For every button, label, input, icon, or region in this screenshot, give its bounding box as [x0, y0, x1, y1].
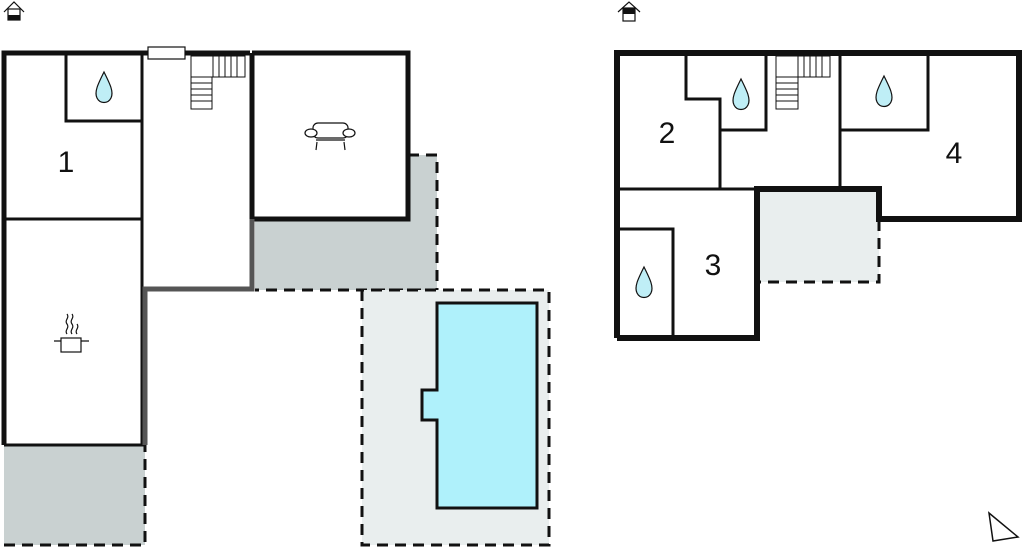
water-drop-icon — [95, 70, 113, 104]
stairs-icon — [775, 55, 831, 110]
sofa-icon — [304, 122, 356, 151]
house-floor-icon — [3, 1, 25, 21]
house-floor-icon — [617, 1, 641, 22]
terrace-bottom — [4, 445, 145, 545]
north-arrow-icon — [987, 511, 1020, 542]
water-drop-icon — [732, 77, 750, 111]
water-drop-icon — [635, 265, 653, 299]
room-label-2: 2 — [659, 117, 676, 150]
stairs-icon — [190, 55, 246, 110]
first-floor-plan: 2 3 4 — [614, 1, 1022, 341]
room-label-1: 1 — [58, 146, 75, 179]
terrace-upper — [757, 192, 879, 282]
window — [147, 46, 186, 60]
water-drop-icon — [875, 74, 893, 108]
ground-floor-plan: 1 — [1, 1, 551, 547]
pool — [420, 301, 539, 510]
cooking-pot-icon — [54, 313, 89, 353]
room-label-3: 3 — [705, 249, 722, 282]
terrace-right — [255, 155, 437, 290]
room-label-4: 4 — [946, 137, 963, 170]
